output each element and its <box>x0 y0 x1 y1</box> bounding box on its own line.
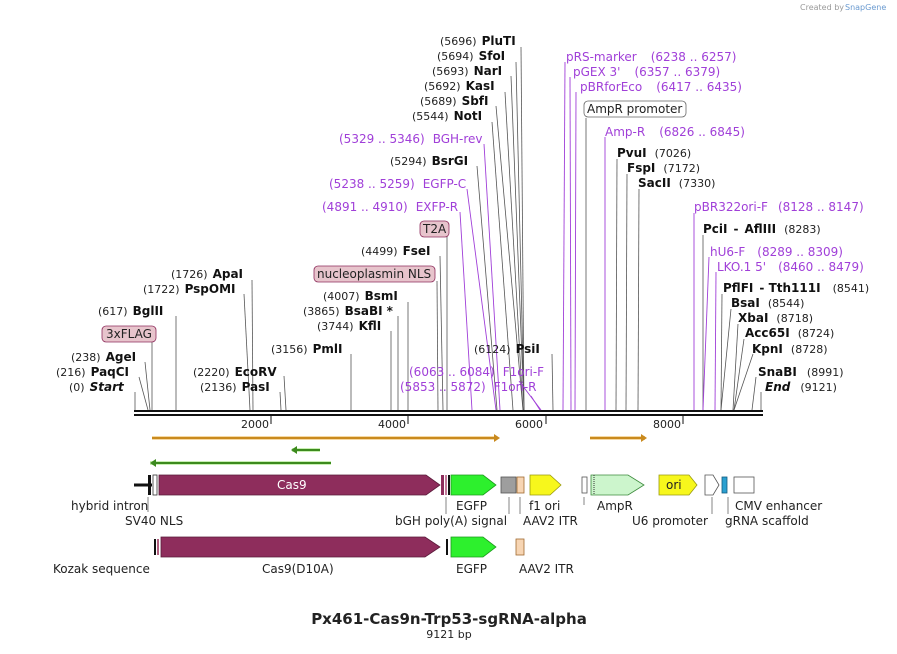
tag-nucleoplasmin-nls: nucleoplasmin NLS <box>317 267 431 281</box>
primer-bgh-rev: (5329 .. 5346)BGH-rev <box>339 132 483 146</box>
f1-ori-feature <box>529 474 562 496</box>
label-egfp: EGFP <box>456 499 487 513</box>
label-ampr: AmpR <box>597 499 633 513</box>
features-row-1: Cas9 ori <box>134 474 755 496</box>
features-row-2: Kozak sequence Cas9(D10A) EGFP AAV2 ITR <box>53 536 574 576</box>
primer-hu6-f: hU6-F(8289 .. 8309) <box>710 245 843 259</box>
primer-f1ori-f: (6063 .. 6084)F1ori-F <box>409 365 544 379</box>
tag-t2a: T2A <box>422 222 447 236</box>
site-xbai: XbaI(8718) <box>738 311 813 325</box>
site-agei: (238)AgeI <box>71 350 136 364</box>
primer-egfp-c: (5238 .. 5259)EGFP-C <box>329 177 466 191</box>
primer-pbr322ori-f: pBR322ori-F(8128 .. 8147) <box>694 200 864 214</box>
label-u6-promoter: U6 promoter <box>632 514 708 528</box>
label-bgh-polya: bGH poly(A) signal <box>395 514 507 528</box>
site-nari: (5693)NarI <box>432 64 502 78</box>
label-aav2-itr: AAV2 ITR <box>523 514 578 528</box>
tick-label-8000: 8000 <box>653 418 681 431</box>
site-fspi: FspI(7172) <box>627 161 700 175</box>
ori-label: ori <box>666 478 682 492</box>
primer-f1ori-r: (5853 .. 5872)F1ori-R <box>400 380 537 394</box>
features-row-1-labels: hybrid intron SV40 NLS EGFP bGH poly(A) … <box>71 497 822 528</box>
site-noti: (5544)NotI <box>412 109 482 123</box>
ori-feature <box>658 474 698 496</box>
primer-prs-marker: pRS-marker(6238 .. 6257) <box>566 50 736 64</box>
site-leaders <box>134 46 762 411</box>
site-pmli: (3156)PmlI <box>271 342 342 356</box>
primer-leaders <box>459 61 717 411</box>
dna-backbone <box>134 410 763 416</box>
site-pcii-afliii: PciI-AflIII(8283) <box>703 222 821 236</box>
site-sfoi: (5694)SfoI <box>437 49 505 63</box>
site-pspomi: (1722)PspOMI <box>143 282 236 296</box>
primer-amp-r: Amp-R(6826 .. 6845) <box>605 125 745 139</box>
site-pvui: PvuI(7026) <box>617 146 691 160</box>
label-egfp2: EGFP <box>456 562 487 576</box>
cas9-d10a-feature <box>160 536 441 558</box>
tick-label-4000: 4000 <box>378 418 406 431</box>
label-sv40-nls: SV40 NLS <box>125 514 183 528</box>
label-cas9-d10a: Cas9(D10A) <box>262 562 334 576</box>
site-bsai: BsaI(8544) <box>731 296 804 310</box>
ampr-feature <box>590 474 645 496</box>
label-kozak: Kozak sequence <box>53 562 150 576</box>
site-paqci: (216)PaqCI <box>56 365 129 379</box>
tag-ampr-promoter: AmpR promoter <box>587 102 682 116</box>
orf-tracks <box>150 434 647 467</box>
snapgene-logo-text: SnapGene <box>845 3 886 12</box>
site-psii: (6124)PsiI <box>474 342 540 356</box>
site-acc65i: Acc65I(8724) <box>745 326 834 340</box>
credit-prefix: Created by <box>800 3 844 12</box>
cas9-label: Cas9 <box>277 478 307 492</box>
site-snabi: SnaBI(8991) <box>758 365 843 379</box>
egfp2-feature <box>450 536 497 558</box>
site-sacii: SacII(7330) <box>638 176 715 190</box>
map-length: 9121 bp <box>426 628 471 641</box>
scale-ticks: 2000 4000 6000 8000 <box>241 416 684 431</box>
primers: (5329 .. 5346)BGH-rev (5238 .. 5259)EGFP… <box>322 50 864 394</box>
site-kpni: KpnI(8728) <box>752 342 827 356</box>
feature-tags: 3xFLAG T2A nucleoplasmin NLS AmpR promot… <box>101 100 687 343</box>
site-kfli: (3744)KflI <box>317 319 381 333</box>
restriction-sites: (0)Start (216)PaqCI (238)AgeI (617)BglII… <box>56 34 869 394</box>
site-end: End(9121) <box>765 380 837 394</box>
label-grna-scaffold: gRNA scaffold <box>725 514 809 528</box>
primer-lko1-5: LKO.1 5'(8460 .. 8479) <box>717 260 864 274</box>
label-aav2-itr2: AAV2 ITR <box>519 562 574 576</box>
u6-feature <box>704 474 720 496</box>
site-bglii: (617)BglII <box>98 304 163 318</box>
site-bsabi: (3865)BsaBI* <box>303 304 394 318</box>
map-title: Px461-Cas9n-Trp53-sgRNA-alpha <box>311 610 587 628</box>
label-hybrid-intron: hybrid intron <box>71 499 148 513</box>
site-ecorv: (2220)EcoRV <box>193 365 277 379</box>
site-bsrgi: (5294)BsrGI <box>390 154 468 168</box>
site-start: (0)Start <box>69 380 125 394</box>
site-apai: (1726)ApaI <box>171 267 243 281</box>
primer-pbrforeco: pBRforEco(6417 .. 6435) <box>580 80 742 94</box>
primer-exfp-r: (4891 .. 4910)EXFP-R <box>322 200 458 214</box>
site-pflfi-tth111i: PflFI-Tth111I(8541) <box>723 281 869 295</box>
site-fsei: (4499)FseI <box>361 244 431 258</box>
primer-pgex3: pGEX 3'(6357 .. 6379) <box>573 65 720 79</box>
cas9-feature <box>158 474 441 496</box>
site-sbfi: (5689)SbfI <box>420 94 489 108</box>
site-bsmi: (4007)BsmI <box>323 289 398 303</box>
site-kasi: (5692)KasI <box>424 79 495 93</box>
site-pasi: (2136)PasI <box>200 380 270 394</box>
tick-label-6000: 6000 <box>515 418 543 431</box>
label-cmv-enhancer: CMV enhancer <box>735 499 822 513</box>
egfp-feature <box>450 474 497 496</box>
label-f1-ori: f1 ori <box>529 499 560 513</box>
tick-label-2000: 2000 <box>241 418 269 431</box>
site-pluti: (5696)PluTI <box>440 34 516 48</box>
tag-3xflag: 3xFLAG <box>106 327 152 341</box>
